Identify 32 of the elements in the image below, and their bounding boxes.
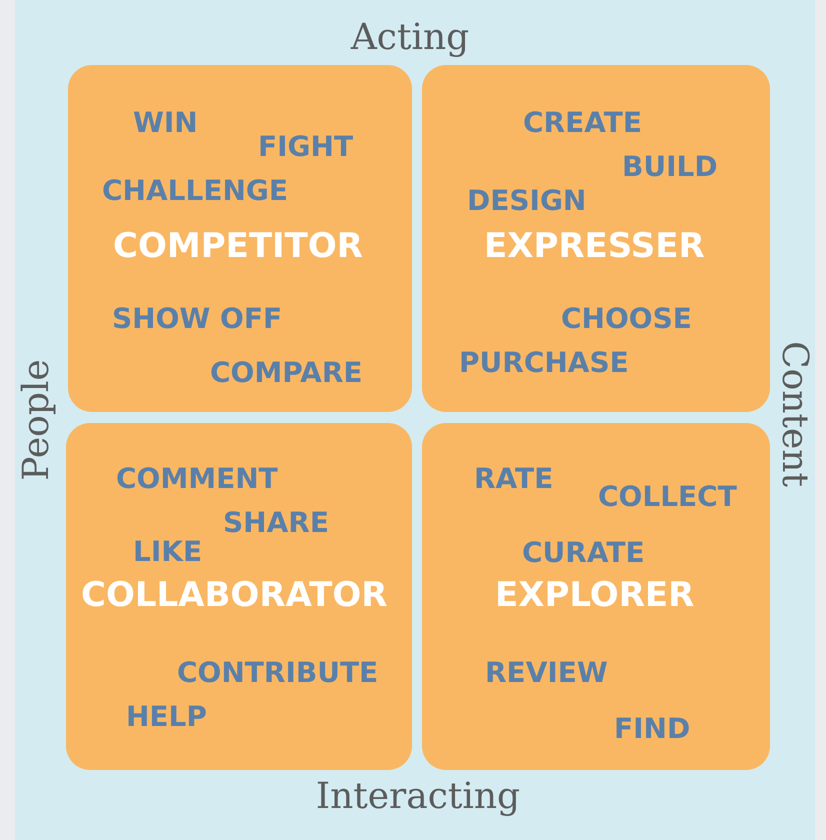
player-type-heading: COLLABORATOR [81,578,388,612]
action-word: CURATE [522,539,645,567]
action-word: RATE [474,465,554,493]
action-word: PURCHASE [459,349,629,377]
quadrant-box [422,65,770,412]
action-word: FIND [614,715,690,743]
action-word: COLLECT [598,483,737,511]
action-word: CONTRIBUTE [177,659,378,687]
action-word: CHOOSE [561,305,692,333]
action-word: SHARE [223,509,329,537]
action-word: DESIGN [467,187,586,215]
quadrant-box [68,65,412,412]
action-word: SHOW OFF [112,305,282,333]
axis-label: Content [776,341,812,487]
player-type-heading: EXPLORER [495,578,694,612]
axis-label: People [19,359,55,481]
action-word: COMPARE [210,359,363,387]
quadrant-box [422,423,770,770]
axis-label: Acting [350,20,470,56]
action-word: CHALLENGE [102,177,288,205]
action-word: HELP [126,703,207,731]
action-word: LIKE [133,538,202,566]
player-type-heading: COMPETITOR [113,229,363,263]
action-word: FIGHT [258,133,354,161]
action-word: REVIEW [485,659,608,687]
axis-label: Interacting [316,779,520,815]
action-word: COMMENT [116,465,278,493]
quadrant-box [66,423,412,770]
player-type-heading: EXPRESSER [484,229,705,263]
action-word: BUILD [622,153,718,181]
action-word: CREATE [523,109,642,137]
action-word: WIN [133,109,198,137]
